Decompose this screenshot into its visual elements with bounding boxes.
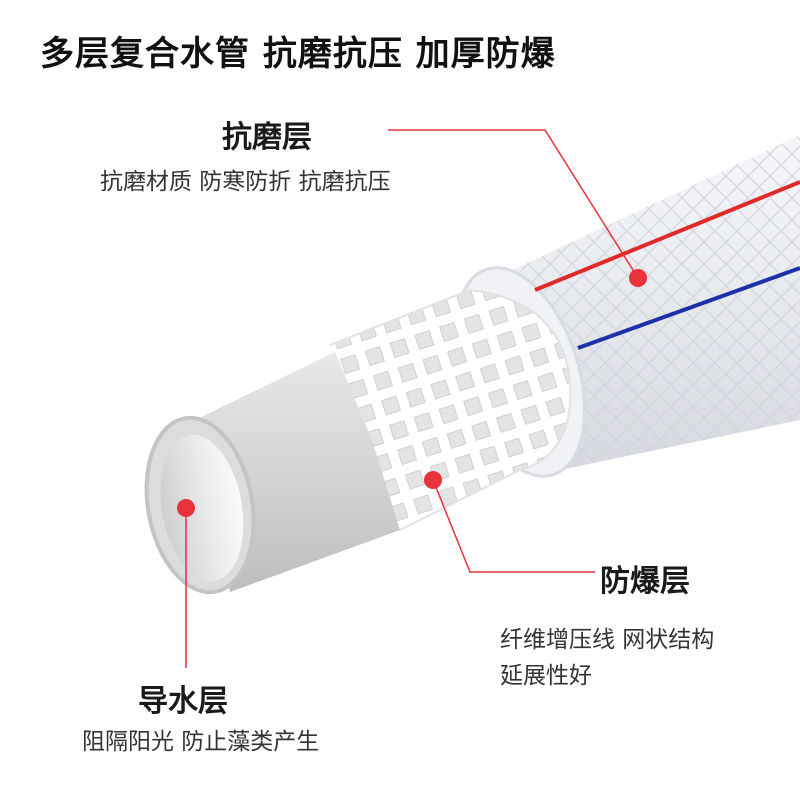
water-layer-desc: 阻隔阳光 防止藻类产生	[82, 729, 320, 755]
wear-callout	[388, 129, 647, 287]
water-callout	[177, 499, 195, 668]
headline: 多层复合水管 抗磨抗压 加厚防爆	[40, 34, 556, 74]
red-stripe	[534, 180, 800, 292]
wear-layer-desc: 抗磨材质 防寒防折 抗磨抗压	[100, 169, 391, 195]
burst-layer-desc-line1: 纤维增压线 网状结构	[500, 627, 715, 653]
wear-marker	[629, 269, 647, 287]
burst-layer-title: 防爆层	[600, 564, 690, 599]
water-marker	[177, 499, 195, 517]
blue-stripe	[577, 266, 800, 350]
inner-water-tube	[144, 352, 400, 595]
burst-callout	[424, 471, 595, 573]
water-layer-title: 导水层	[138, 684, 228, 719]
burst-layer-desc-line2: 延展性好	[500, 663, 592, 689]
mesh-burst-layer	[329, 288, 572, 531]
wear-layer-title: 抗磨层	[222, 120, 312, 155]
burst-marker	[424, 471, 442, 489]
